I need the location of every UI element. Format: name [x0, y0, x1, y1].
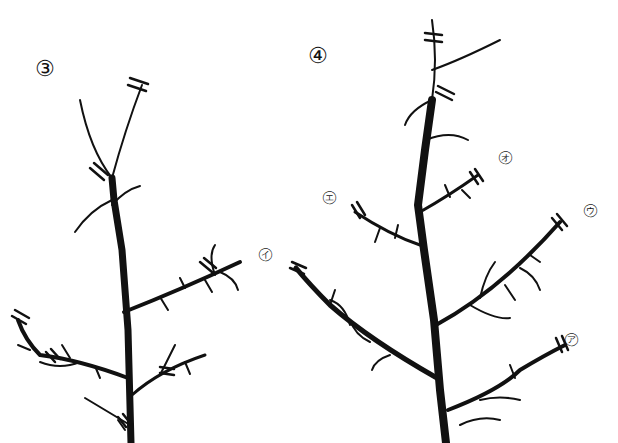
callout-label: ㋒	[583, 203, 598, 218]
callout-label: ㋓	[322, 190, 337, 205]
callout-label: ㋔	[498, 150, 513, 165]
callout-label: ㋑	[258, 247, 273, 262]
figure-number: ④	[308, 45, 328, 67]
figure-number: ③	[35, 58, 55, 80]
callout-label: ㋐	[564, 332, 579, 347]
